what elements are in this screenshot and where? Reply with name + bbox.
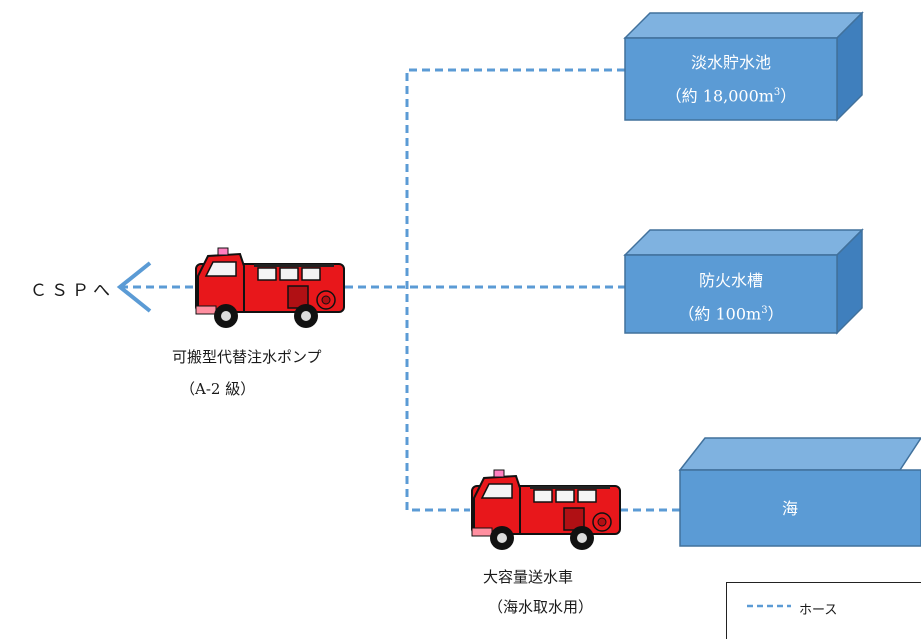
reservoir-name: 淡水貯水池 (690, 53, 771, 72)
fire-tank-text: 防火水槽 （約 100m3） (625, 266, 837, 329)
legend-hose-swatch (747, 604, 791, 608)
fire-tank-name: 防火水槽 (698, 271, 763, 290)
fire-tank-capacity: （約 100m3） (678, 304, 784, 324)
csp-label: ＣＳＰへ (30, 281, 114, 301)
fire-truck-icon (471, 469, 621, 551)
fire-tank-box (623, 228, 864, 335)
legend: ホース (726, 582, 921, 639)
reservoir-box (623, 11, 864, 122)
pump-name: 可搬型代替注水ポンプ (172, 348, 322, 366)
hose-reservoir (405, 68, 625, 512)
truck-name: 大容量送水車 (483, 568, 574, 586)
fire-truck-icon (195, 247, 345, 329)
truck-note: （海水取水用） (488, 598, 594, 616)
pump-grade: （A-2 級） (180, 380, 256, 398)
legend-hose-label: ホース (799, 603, 838, 618)
arrow-left-icon (116, 261, 152, 313)
sea-text: 海 (680, 494, 900, 524)
sea-box (678, 437, 921, 547)
reservoir-capacity: （約 18,000m3） (665, 86, 797, 106)
reservoir-text: 淡水貯水池 （約 18,000m3） (625, 48, 837, 111)
sea-name: 海 (781, 499, 798, 518)
